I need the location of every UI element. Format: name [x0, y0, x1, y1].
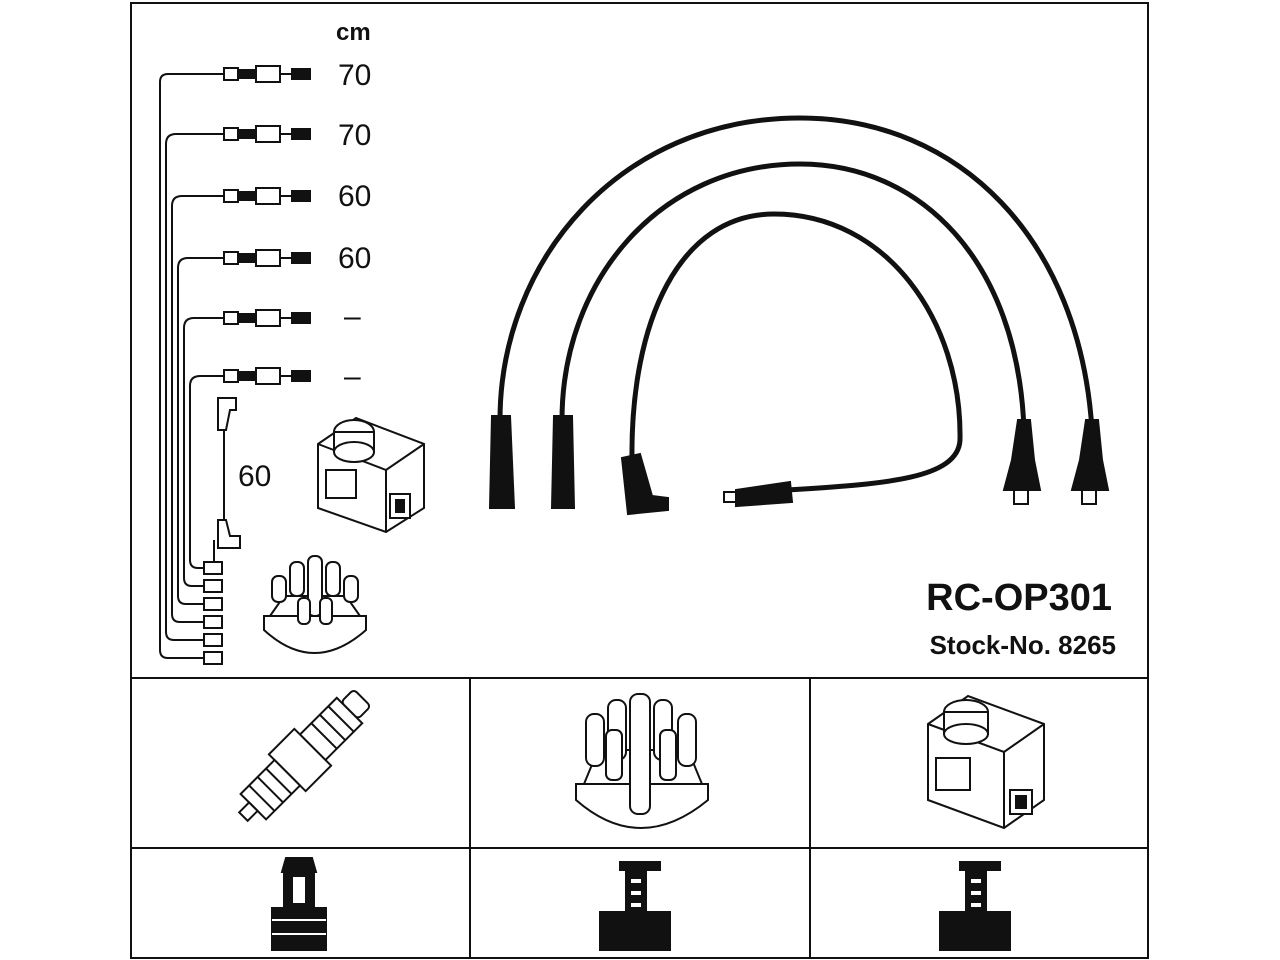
- distributor-cap-icon: [263, 555, 367, 654]
- cap-terminal-icon: [599, 861, 671, 951]
- coil-terminal-icon: [939, 861, 1011, 951]
- lead-connector-4: [223, 249, 311, 267]
- lead-connector-3: [223, 187, 311, 205]
- lead-connector-1: [223, 65, 311, 83]
- distributor-cap-large-icon: [575, 693, 709, 829]
- length-unit: cm: [336, 19, 371, 46]
- product-code: RC-OP301: [926, 577, 1112, 619]
- coil-lead: [217, 397, 241, 549]
- length-lead-1: 70: [338, 59, 371, 92]
- lead-connectors: [223, 65, 311, 385]
- cable-illustration: [497, 115, 1095, 493]
- plug-boot-icon: [271, 857, 327, 951]
- length-lead-4: 60: [338, 242, 371, 275]
- length-lead-3: 60: [338, 180, 371, 213]
- ignition-coil-icon: [317, 416, 425, 534]
- frame: [130, 2, 1149, 959]
- lead-connector-5: [223, 309, 311, 327]
- cable-boots: [488, 415, 1110, 516]
- lead-connector-2: [223, 125, 311, 143]
- length-lead-6: –: [344, 360, 361, 393]
- length-labels: cm 70 70 60 60 – – 60: [238, 19, 371, 493]
- length-lead-5: –: [344, 300, 361, 333]
- ignition-coil-large-icon: [927, 694, 1045, 830]
- length-coil-lead: 60: [238, 460, 271, 493]
- distributor-terminals: [203, 540, 223, 665]
- lead-connector-6: [223, 367, 311, 385]
- length-lead-2: 70: [338, 119, 371, 152]
- spark-plug-icon: [237, 689, 371, 823]
- stock-number: Stock-No. 8265: [930, 630, 1116, 660]
- lead-schematic: [159, 73, 224, 659]
